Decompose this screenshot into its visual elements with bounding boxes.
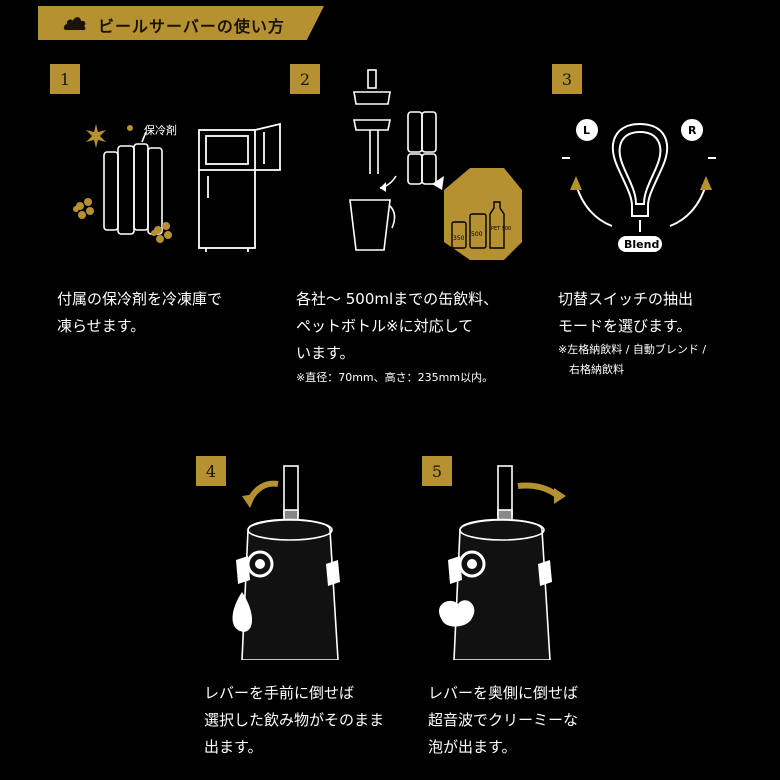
step-3-badge: 3 — [552, 64, 582, 94]
page-title: ビールサーバーの使い方 — [98, 17, 285, 36]
curved-arrow-icon — [554, 488, 566, 504]
blend-label — [618, 236, 662, 252]
step-2-badge: 2 — [290, 64, 320, 94]
svg-text:Blend: Blend — [624, 238, 659, 251]
step-5-badge: 5 — [422, 456, 452, 486]
step-4-description: レバーを手前に倒せば 選択した飲み物がそのまま 出ます。 — [204, 684, 385, 756]
step-1-badge: 1 — [50, 64, 80, 94]
step-3-description: 切替スイッチの抽出 モードを選びます。 — [558, 290, 694, 335]
title-banner: ビールサーバーの使い方 — [38, 6, 324, 40]
liquid-drop-icon — [232, 592, 253, 632]
svg-text:R: R — [688, 124, 697, 137]
foam-icon — [439, 600, 475, 627]
lever-back-illustration — [439, 465, 566, 660]
curved-arrow-icon — [242, 494, 256, 508]
arrow-icon — [380, 182, 386, 192]
step-1-description: 付属の保冷剤を冷凍庫で 凍らせます。 — [57, 290, 223, 335]
switch-illustration: L R Blend — [562, 119, 716, 252]
ice-pack-freezer-illustration: 保冷剤 — [73, 122, 281, 252]
snowflake-icon — [73, 124, 172, 243]
svg-text:350: 350 — [453, 235, 465, 242]
lever-forward-illustration — [232, 465, 340, 660]
arrow-left-icon — [570, 176, 582, 190]
can-setup-illustration: 350 500 PET 500 — [349, 69, 522, 260]
svg-text:PET 500: PET 500 — [491, 226, 511, 232]
step-5-description: レバーを奥側に倒せば 超音波でクリーミーな 泡が出ます。 — [428, 684, 579, 756]
svg-text:500: 500 — [471, 231, 483, 238]
arrow-right-icon — [700, 176, 712, 190]
step-3-note: ※左格納飲料 / 自動ブレンド / 右格納飲料 — [558, 343, 707, 376]
step-4-badge: 4 — [196, 456, 226, 486]
svg-text:L: L — [583, 124, 590, 137]
step-2-note: ※直径：70mm、高さ：235mm以内。 — [296, 371, 494, 384]
beer-foam-icon — [63, 17, 86, 31]
ice-pack-label: 保冷剤 — [144, 123, 177, 137]
step-2-description: 各社～ 500mlまでの缶飲料、 ペットボトル※に対応して います。 — [296, 290, 499, 362]
